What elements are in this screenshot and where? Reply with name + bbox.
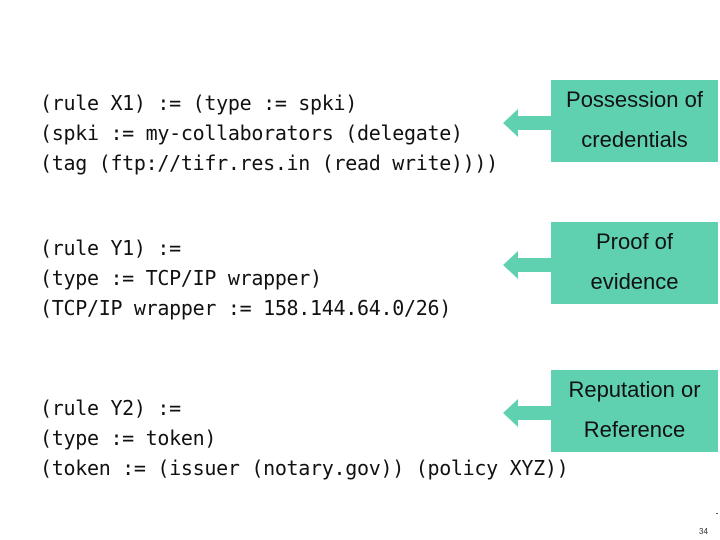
rule-block-y1: (rule Y1) := (type := TCP/IP wrapper) (T… bbox=[40, 233, 451, 323]
rule-line: (token := (issuer (notary.gov)) (policy … bbox=[40, 456, 569, 480]
rule-line: (rule Y1) := bbox=[40, 236, 181, 260]
callout-label: evidence bbox=[590, 269, 679, 294]
rule-line: (tag (ftp://tifr.res.in (read write)))) bbox=[40, 151, 498, 175]
callout-label: credentials bbox=[581, 127, 688, 152]
page-marker bbox=[716, 513, 718, 514]
callout-possession-of-credentials: Possession of credentials bbox=[551, 80, 718, 162]
arrow-left-icon bbox=[503, 251, 553, 279]
callout-label: Proof of bbox=[595, 229, 674, 254]
rule-line: (type := TCP/IP wrapper) bbox=[40, 266, 322, 290]
callout-proof-of-evidence: Proof of evidence bbox=[551, 222, 718, 304]
rule-line: (TCP/IP wrapper := 158.144.64.0/26) bbox=[40, 296, 451, 320]
callout-label: Reference bbox=[583, 417, 686, 442]
rule-line: (rule Y2) := bbox=[40, 396, 181, 420]
rule-line: (spki := my-collaborators (delegate) bbox=[40, 121, 463, 145]
rule-block-y2: (rule Y2) := (type := token) (token := (… bbox=[40, 393, 569, 483]
callout-label: Possession of bbox=[566, 87, 703, 112]
rule-block-x1: (rule X1) := (type := spki) (spki := my-… bbox=[40, 88, 498, 178]
arrow-left-icon bbox=[503, 109, 553, 137]
rule-line: (rule X1) := (type := spki) bbox=[40, 91, 358, 115]
callout-label: Reputation or bbox=[568, 377, 701, 402]
callout-reputation-or-reference: Reputation or Reference bbox=[551, 370, 718, 452]
arrow-left-icon bbox=[503, 399, 553, 427]
rule-line: (type := token) bbox=[40, 426, 217, 450]
page-number: 34 bbox=[699, 527, 708, 536]
